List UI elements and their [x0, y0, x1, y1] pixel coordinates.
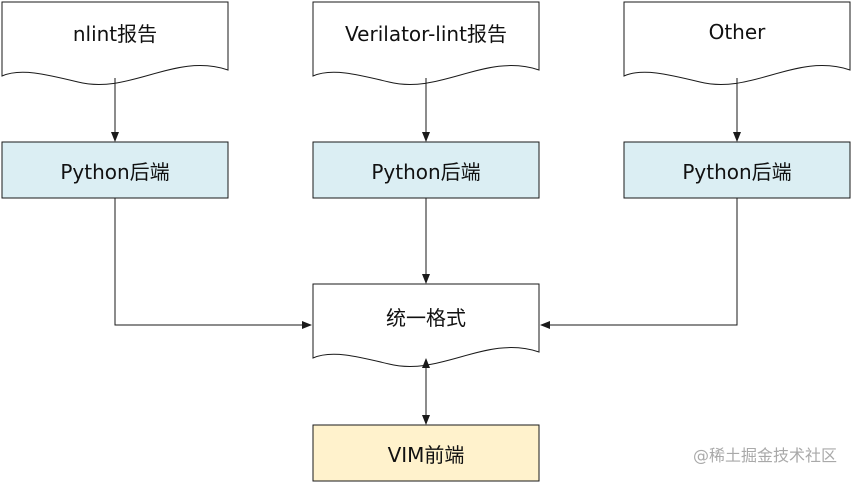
source-label-verilator: Verilator-lint报告: [345, 21, 507, 46]
unified-format-document-shape: [312, 283, 540, 367]
backend-label-3: Python后端: [682, 159, 792, 184]
backend-box-3: [623, 141, 851, 199]
arrow-backend3-to-unified: [540, 198, 738, 329]
frontend-label: VIM前端: [387, 442, 465, 467]
arrow-backend1-to-unified: [114, 198, 312, 329]
source-document-shape-verilator: [312, 1, 540, 85]
backend-box-1: [1, 141, 229, 199]
source-document-shape-other: [623, 1, 851, 85]
backend-label-2: Python后端: [371, 159, 481, 184]
source-document-shape-nlint: [1, 1, 229, 85]
watermark: @稀土掘金技术社区: [692, 446, 837, 465]
backend-box-2: [312, 141, 540, 199]
source-label-other: Other: [708, 20, 766, 44]
source-label-nlint: nlint报告: [72, 21, 158, 46]
backend-label-1: Python后端: [60, 159, 170, 184]
frontend-box: [312, 424, 540, 482]
unified-format-label: 统一格式: [386, 305, 466, 330]
